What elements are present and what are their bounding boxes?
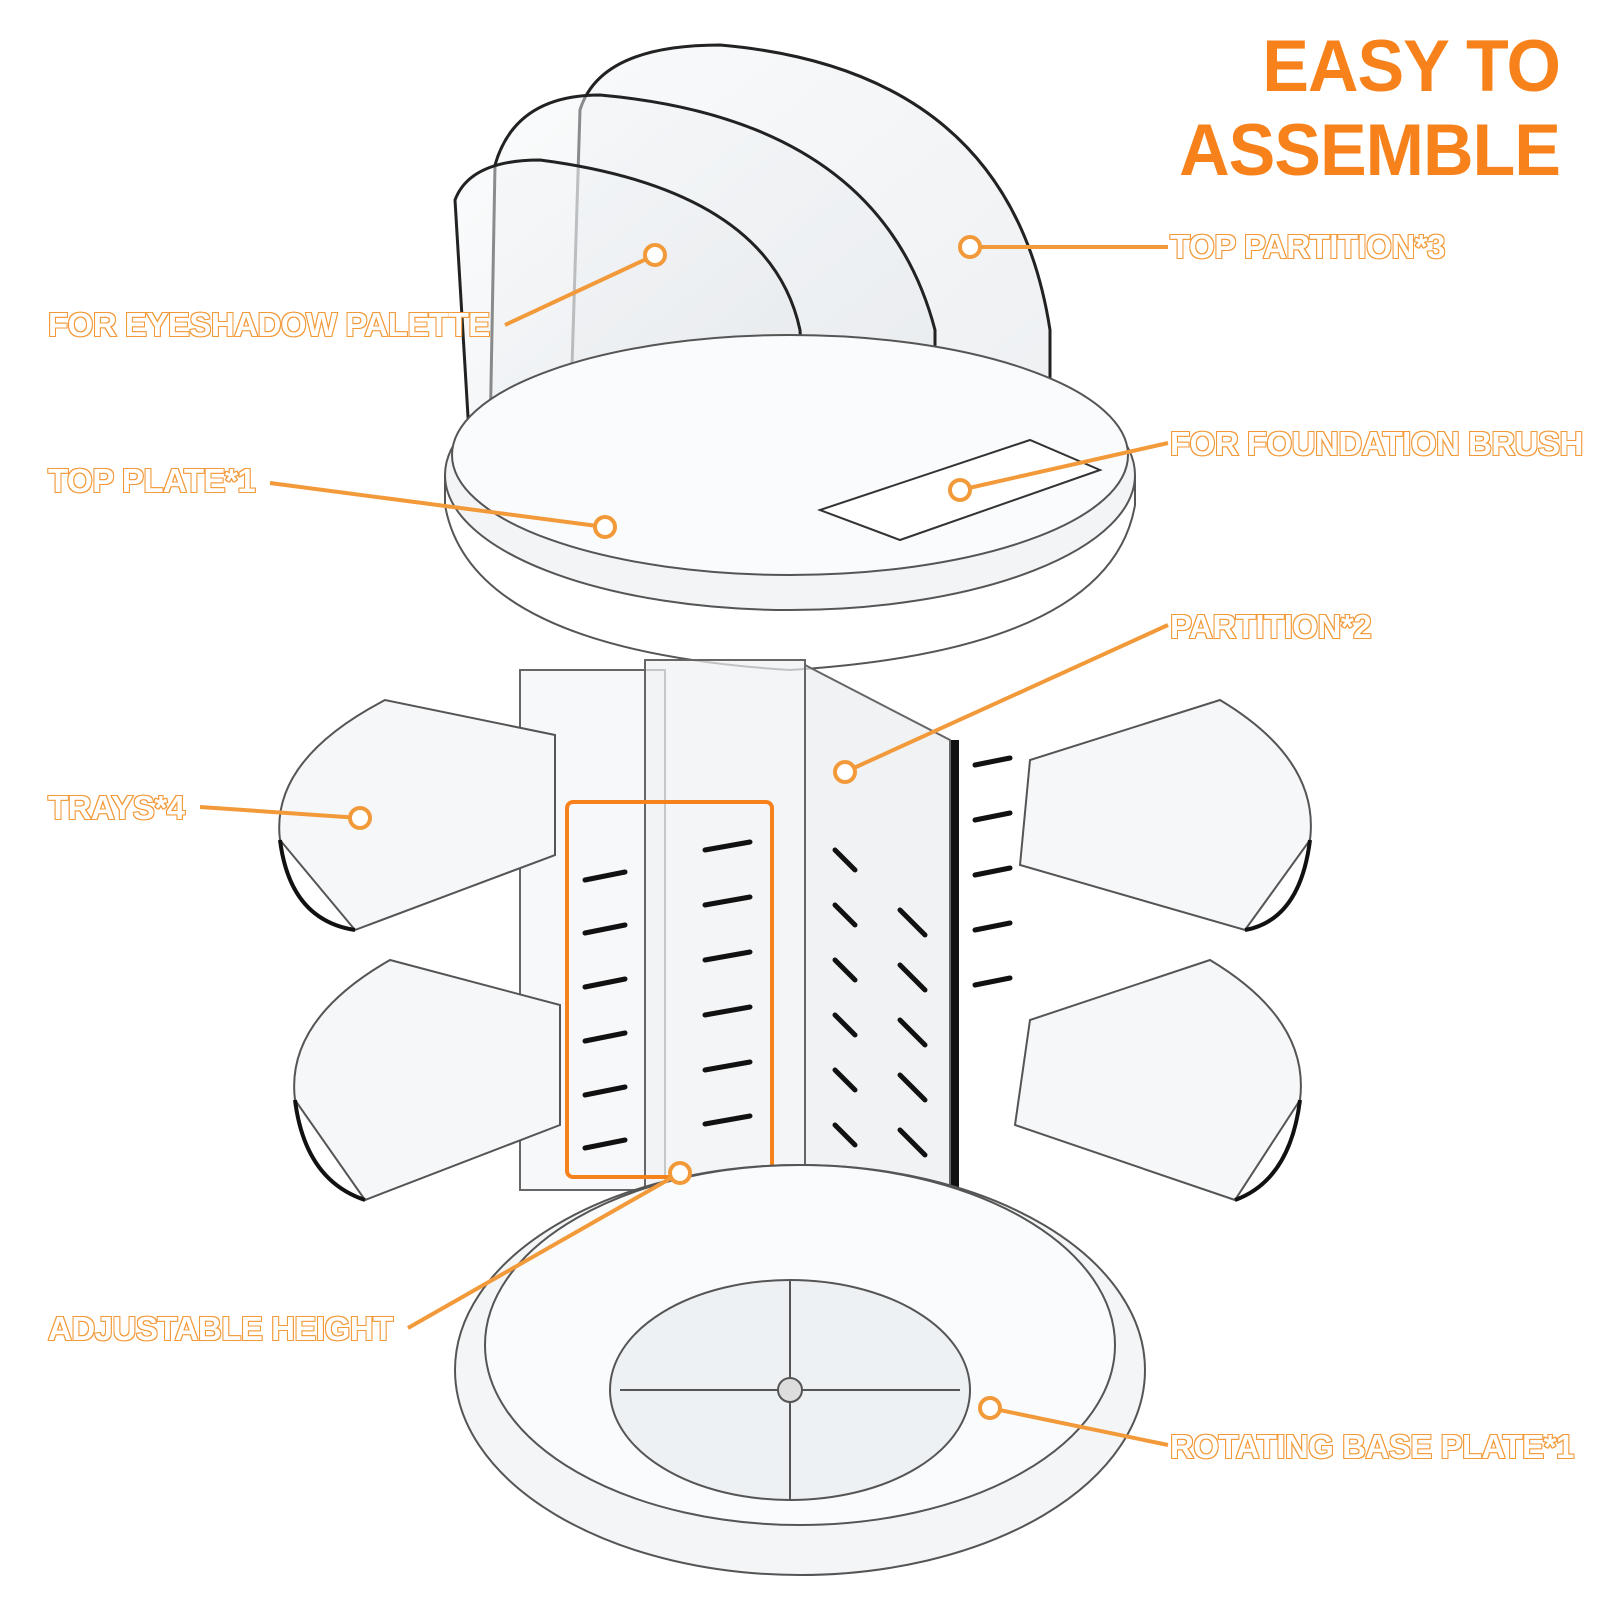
trays: [278, 698, 1312, 1202]
label-top-plate: TOP PLATE*1: [47, 461, 257, 500]
label-adjustable-height: ADJUSTABLE HEIGHT: [47, 1309, 394, 1348]
height-slots: [582, 755, 1013, 1213]
label-partition: PARTITION*2: [1169, 607, 1373, 646]
callout-lines: [199, 235, 1169, 1447]
label-eyeshadow-palette: FOR EYESHADOW PALETTE: [47, 305, 491, 344]
label-foundation-brush: FOR FOUNDATION BRUSH: [1169, 424, 1584, 463]
top-plate: [444, 334, 1136, 672]
label-top-partition: TOP PARTITION*3: [1169, 227, 1446, 266]
rotating-base-plate: [454, 1164, 1146, 1576]
label-trays: TRAYS*4: [47, 788, 186, 827]
label-rotating-base-plate: ROTATING BASE PLATE*1: [1169, 1427, 1575, 1466]
page-title: EASY TO ASSEMBLE: [1179, 25, 1561, 191]
